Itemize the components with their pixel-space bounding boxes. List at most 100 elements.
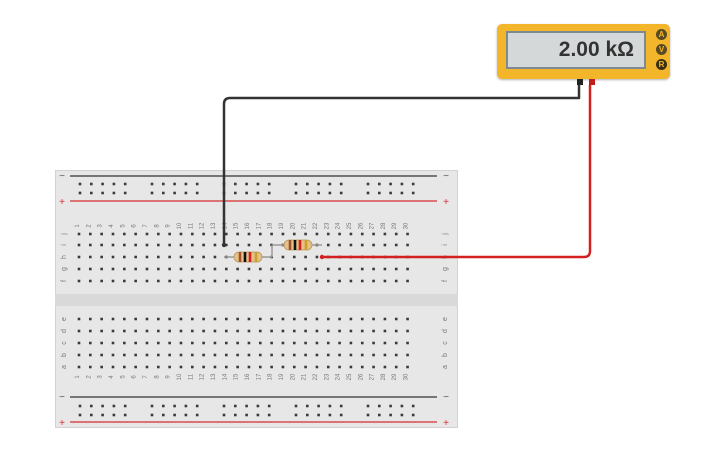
breadboard-hole[interactable] (338, 232, 341, 236)
breadboard-hole[interactable] (281, 232, 285, 236)
breadboard-hole[interactable] (134, 317, 137, 321)
breadboard-hole[interactable] (304, 365, 307, 369)
breadboard-hole[interactable] (224, 267, 228, 271)
breadboard-hole[interactable] (179, 267, 183, 271)
rail-hole[interactable] (162, 404, 165, 408)
breadboard-hole[interactable] (179, 279, 183, 283)
breadboard-hole[interactable] (202, 329, 205, 333)
breadboard-hole[interactable] (304, 255, 307, 259)
breadboard-hole[interactable] (191, 243, 194, 247)
breadboard-hole[interactable] (304, 279, 307, 283)
breadboard-hole[interactable] (406, 243, 409, 247)
rail-hole[interactable] (123, 182, 127, 186)
rail-hole[interactable] (366, 191, 370, 195)
breadboard-hole[interactable] (304, 329, 307, 333)
breadboard-hole[interactable] (123, 243, 126, 247)
breadboard-hole[interactable] (349, 232, 353, 236)
breadboard-hole[interactable] (247, 341, 251, 345)
breadboard-hole[interactable] (213, 365, 217, 369)
breadboard-hole[interactable] (394, 365, 398, 369)
rail-hole[interactable] (378, 182, 381, 186)
rail-hole[interactable] (234, 191, 237, 195)
breadboard-hole[interactable] (134, 255, 137, 259)
rail-hole[interactable] (294, 404, 298, 408)
breadboard-hole[interactable] (315, 255, 319, 259)
breadboard-hole[interactable] (281, 317, 285, 321)
rail-hole[interactable] (306, 182, 309, 186)
breadboard-hole[interactable] (349, 341, 353, 345)
rail-hole[interactable] (267, 404, 271, 408)
breadboard-hole[interactable] (383, 341, 387, 345)
breadboard-hole[interactable] (304, 341, 307, 345)
breadboard-hole[interactable] (213, 232, 217, 236)
rail-hole[interactable] (184, 182, 188, 186)
breadboard-hole[interactable] (100, 341, 103, 345)
rail-hole[interactable] (90, 191, 93, 195)
rail-hole[interactable] (317, 191, 320, 195)
breadboard-hole[interactable] (270, 365, 273, 369)
breadboard-hole[interactable] (292, 317, 296, 321)
breadboard-hole[interactable] (157, 232, 160, 236)
rail-hole[interactable] (256, 182, 260, 186)
rail-hole[interactable] (378, 413, 381, 417)
rail-hole[interactable] (195, 404, 199, 408)
breadboard-hole[interactable] (349, 329, 353, 333)
breadboard-hole[interactable] (360, 267, 364, 271)
breadboard-hole[interactable] (258, 353, 262, 357)
breadboard-hole[interactable] (157, 317, 160, 321)
breadboard-hole[interactable] (281, 279, 285, 283)
breadboard-hole[interactable] (270, 317, 273, 321)
rail-hole[interactable] (339, 413, 343, 417)
breadboard-hole[interactable] (372, 329, 375, 333)
breadboard-hole[interactable] (123, 365, 126, 369)
breadboard-hole[interactable] (168, 341, 171, 345)
rail-hole[interactable] (78, 404, 82, 408)
breadboard-hole[interactable] (372, 317, 375, 321)
breadboard-hole[interactable] (406, 267, 409, 271)
breadboard-hole[interactable] (281, 255, 285, 259)
rail-hole[interactable] (162, 413, 165, 417)
breadboard-hole[interactable] (145, 329, 149, 333)
rail-hole[interactable] (78, 413, 82, 417)
rail-hole[interactable] (339, 182, 343, 186)
breadboard-hole[interactable] (111, 353, 115, 357)
rail-hole[interactable] (184, 191, 188, 195)
breadboard-hole[interactable] (77, 353, 81, 357)
breadboard-hole[interactable] (394, 232, 398, 236)
breadboard-hole[interactable] (168, 232, 171, 236)
multimeter-probe-terminal[interactable] (589, 79, 595, 85)
breadboard-hole[interactable] (304, 353, 307, 357)
breadboard-hole[interactable] (224, 341, 228, 345)
rail-hole[interactable] (339, 404, 343, 408)
breadboard-hole[interactable] (100, 353, 103, 357)
breadboard-hole[interactable] (394, 329, 398, 333)
breadboard-hole[interactable] (247, 243, 251, 247)
breadboard-hole[interactable] (383, 243, 387, 247)
breadboard-hole[interactable] (202, 243, 205, 247)
breadboard-hole[interactable] (191, 232, 194, 236)
breadboard-hole[interactable] (213, 243, 217, 247)
breadboard-hole[interactable] (157, 267, 160, 271)
breadboard-hole[interactable] (360, 353, 364, 357)
rail-hole[interactable] (328, 404, 332, 408)
breadboard-hole[interactable] (406, 341, 409, 345)
rail-hole[interactable] (294, 413, 298, 417)
breadboard-hole[interactable] (349, 365, 353, 369)
breadboard-hole[interactable] (326, 243, 330, 247)
breadboard-hole[interactable] (406, 317, 409, 321)
breadboard-hole[interactable] (360, 317, 364, 321)
breadboard-hole[interactable] (360, 341, 364, 345)
breadboard-hole[interactable] (406, 232, 409, 236)
rail-hole[interactable] (306, 413, 309, 417)
breadboard-hole[interactable] (145, 243, 149, 247)
black-wire-end[interactable] (221, 242, 227, 248)
rail-hole[interactable] (78, 182, 82, 186)
breadboard-hole[interactable] (134, 341, 137, 345)
breadboard-hole[interactable] (191, 279, 194, 283)
breadboard-hole[interactable] (191, 255, 194, 259)
rail-hole[interactable] (317, 182, 320, 186)
rail-hole[interactable] (389, 413, 392, 417)
breadboard-hole[interactable] (315, 317, 319, 321)
breadboard-hole[interactable] (326, 279, 330, 283)
breadboard-hole[interactable] (191, 329, 194, 333)
